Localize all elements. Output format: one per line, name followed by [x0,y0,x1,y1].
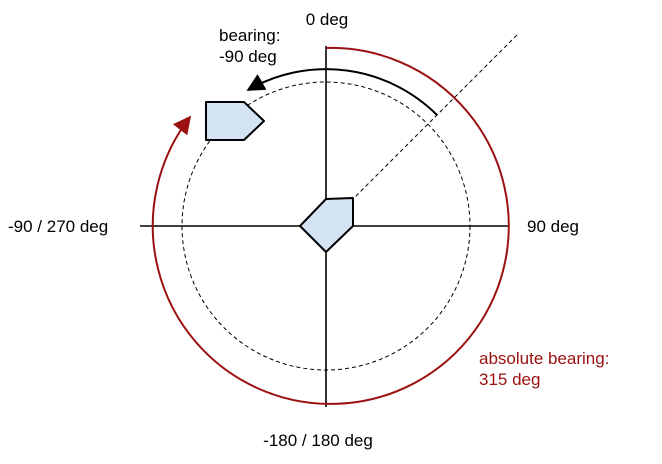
north-label: 0 deg [306,10,349,29]
relative-bearing-arc [246,68,438,116]
heading-dashed-line [325,33,519,227]
dashed-radar-circle [181,81,471,371]
absolute-bearing-label-line2: 315 deg [479,370,540,389]
south-label: -180 / 180 deg [263,431,373,450]
west-label: -90 / 270 deg [8,217,108,236]
target-ship [205,101,265,141]
bearing-label-line1: bearing: [219,26,280,45]
absolute-bearing-arc [151,46,510,405]
bearing-label-line2: -90 deg [219,47,277,66]
east-label: 90 deg [527,217,579,236]
own-ship [299,197,354,253]
absolute-bearing-label-line1: absolute bearing: [479,349,609,368]
